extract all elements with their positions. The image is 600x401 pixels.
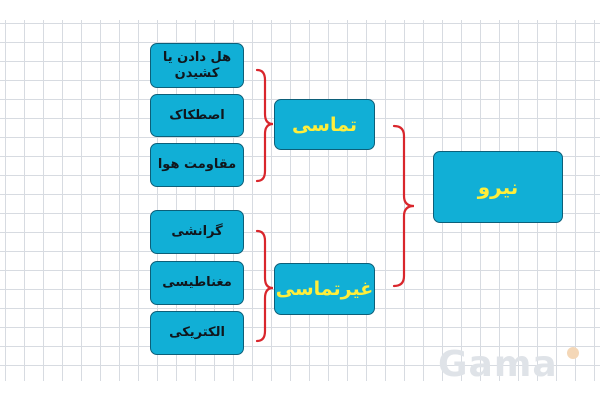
watermark-text: Gama [438, 343, 558, 385]
branch-node-noncontact-label: غیرتماسی [275, 278, 374, 300]
leaf-node-air-resistance: مقاومت هوا [150, 143, 244, 187]
root-bracket [392, 124, 415, 288]
contact-bracket [255, 68, 274, 183]
watermark-dot-icon [567, 347, 579, 359]
leaf-node-friction-label: اصطکاک [169, 107, 225, 123]
root-node-label: نیرو [477, 175, 519, 199]
leaf-node-magnetic-label: مغناطیسی [162, 275, 232, 290]
leaf-node-gravitational-label: گرانشی [171, 224, 223, 239]
top-band [0, 0, 600, 20]
noncontact-bracket [255, 229, 274, 343]
leaf-node-push-pull-label: هل دادن یا کشیدن [162, 49, 232, 81]
root-node: نیرو [433, 151, 563, 223]
leaf-node-electric: الکتریکی [150, 311, 244, 355]
leaf-node-electric-label: الکتریکی [169, 325, 225, 340]
branch-node-noncontact: غیرتماسی [274, 263, 375, 315]
gama-watermark: Gama [438, 343, 588, 385]
branch-node-contact-label: تماسی [292, 113, 357, 136]
leaf-node-magnetic: مغناطیسی [150, 261, 244, 305]
leaf-node-air-resistance-label: مقاومت هوا [157, 157, 237, 172]
leaf-node-gravitational: گرانشی [150, 210, 244, 254]
leaf-node-friction: اصطکاک [150, 94, 244, 137]
branch-node-contact: تماسی [274, 99, 375, 150]
bottom-band [0, 381, 600, 401]
leaf-node-push-pull: هل دادن یا کشیدن [150, 43, 244, 88]
